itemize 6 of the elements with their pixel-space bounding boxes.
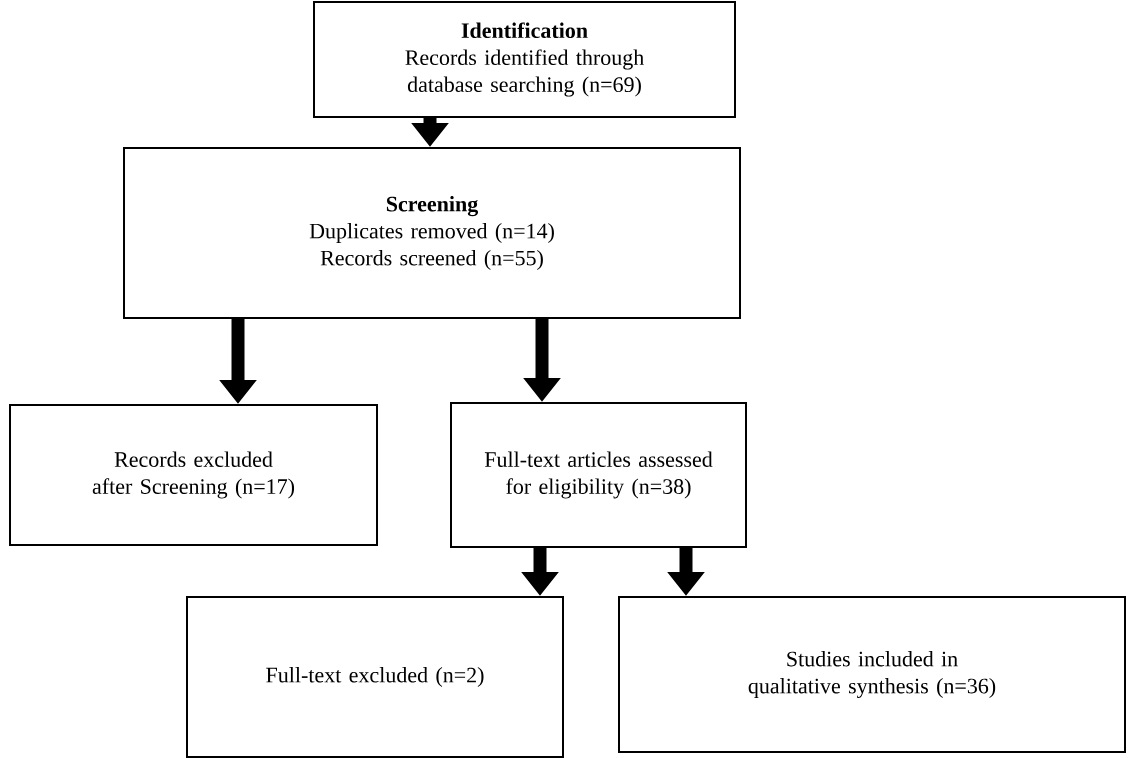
process-box: Screening Duplicates removed (n=14) Records screened (n=55) [123,147,741,319]
process-box: Full-text excluded (n=2) [186,596,564,758]
process-box: Full-text articles assessed for eligibility (n=38) [450,402,747,548]
process-box: Identification Records identified through database searching (n=69) [313,1,736,118]
process-box: Records excluded after Screening (n=17) [9,404,378,546]
process-box: Studies included in qualitative synthesis (n=36) [618,596,1126,753]
